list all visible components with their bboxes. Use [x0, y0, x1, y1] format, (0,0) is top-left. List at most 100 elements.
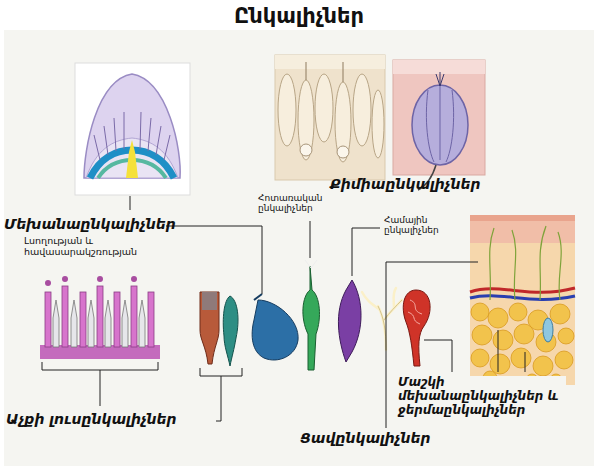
- skin-section-figure: [558, 232, 561, 300]
- leader-lines: [130, 196, 131, 210]
- olfactory-epithelium-figure: [306, 62, 307, 80]
- receptor-cells: [384, 300, 402, 320]
- leader-lines: [216, 376, 221, 421]
- group-label: Մեխանաընկալիչներ: [4, 216, 166, 232]
- skin-section-figure: [512, 230, 516, 300]
- skin-section-figure: [543, 318, 553, 342]
- group-label: Քիմիաընկալիչներ: [330, 176, 500, 192]
- retina-figure: [53, 300, 145, 347]
- skin-section-figure: [470, 215, 575, 243]
- skin-section-figure: [471, 303, 574, 386]
- leader-lines: [424, 340, 452, 372]
- leader-lines: [100, 370, 101, 406]
- skin-section-figure: [472, 325, 492, 345]
- olfactory-epithelium-figure: [300, 144, 349, 158]
- skin-section-figure: [493, 330, 513, 350]
- retina-figure: [53, 300, 59, 347]
- olfactory-epithelium-figure: [337, 146, 349, 158]
- olfactory-epithelium-figure: [306, 62, 343, 82]
- diagram-title: Ընկալիչներ: [149, 4, 449, 28]
- skin-section-figure: [471, 303, 489, 321]
- skin-section-figure: [555, 351, 573, 369]
- receptor-label: Լսողության և հավասարակշռության: [24, 236, 194, 258]
- retina-figure: [97, 276, 103, 282]
- receptor-label: Հոտառական ընկալիչներ: [258, 193, 362, 214]
- retina-figure: [71, 300, 77, 347]
- retina-figure: [45, 292, 51, 347]
- receptor-cells: [362, 292, 380, 310]
- receptor-cells: [254, 294, 262, 300]
- skin-section-figure: [514, 324, 534, 344]
- olfactory-epithelium-figure: [372, 90, 384, 158]
- skin-section-figure: [533, 356, 553, 376]
- taste-bud-figure: [440, 86, 441, 160]
- taste-bud-figure: [393, 60, 485, 175]
- taste-bud-figure: [440, 74, 444, 86]
- retina-figure: [105, 300, 111, 347]
- olfactory-epithelium-figure: [298, 80, 314, 160]
- ear-receptor-figure: [148, 118, 151, 151]
- receptor-label: Համային ընկալիչներ: [384, 215, 476, 236]
- ear-receptor-figure: [94, 112, 170, 160]
- receptor-cells: [252, 300, 298, 360]
- olfactory-epithelium-figure: [275, 55, 385, 180]
- receptor-cells: [338, 280, 361, 362]
- ear-receptor-figure: [156, 126, 161, 155]
- skin-section-figure: [511, 348, 531, 368]
- receptor-cells: [202, 292, 217, 310]
- retina-figure: [80, 292, 86, 347]
- ear-receptor-figure: [140, 112, 141, 149]
- receptor-cells: [410, 300, 422, 314]
- retina-figure: [97, 286, 103, 347]
- retina-figure: [62, 286, 68, 347]
- leader-lines: [166, 226, 262, 294]
- taste-bud-figure: [412, 85, 468, 165]
- ear-receptor-figure: [104, 126, 108, 155]
- leader-lines: [352, 228, 380, 276]
- group-label: Աչքի լուսընկալիչներ: [6, 411, 216, 427]
- retina-figure: [62, 276, 68, 282]
- skin-section-figure: [490, 226, 562, 300]
- retina-figure: [122, 300, 128, 347]
- receptor-cells: [394, 288, 397, 308]
- taste-bud-figure: [426, 90, 434, 162]
- olfactory-epithelium-figure: [278, 74, 384, 162]
- skin-section-figure: [550, 304, 570, 324]
- leader-lines: [200, 368, 242, 376]
- retina-figure: [40, 276, 160, 359]
- group-label: Մաշկի մեխանաընկալիչներ և ջերմաընկալիչներ: [398, 376, 566, 417]
- ear-receptor-figure: [75, 63, 190, 195]
- retina-figure: [131, 286, 137, 347]
- taste-bud-figure: [440, 72, 441, 86]
- receptor-cells: [305, 260, 317, 268]
- receptor-cells: [362, 288, 402, 350]
- olfactory-epithelium-figure: [315, 74, 333, 142]
- olfactory-epithelium-figure: [275, 55, 385, 69]
- ear-receptor-figure: [84, 74, 180, 178]
- retina-figure: [114, 292, 120, 347]
- receptor-cells: [200, 292, 219, 364]
- retina-figure: [45, 280, 51, 286]
- leader-lines: [310, 221, 311, 258]
- retina-figure: [131, 276, 137, 282]
- taste-bud-figure: [446, 90, 454, 162]
- skin-section-figure: [488, 308, 508, 328]
- receptor-cells: [403, 290, 430, 366]
- receptor-cells: [378, 306, 386, 350]
- receptor-cells: [303, 266, 320, 370]
- retina-figure: [45, 286, 154, 347]
- retina-figure: [88, 300, 94, 347]
- taste-bud-figure: [426, 86, 453, 162]
- retina-figure: [45, 276, 137, 286]
- skin-section-figure: [558, 328, 574, 344]
- leader-lines: [498, 330, 499, 372]
- olfactory-epithelium-figure: [335, 82, 351, 162]
- skin-section-figure: [540, 226, 546, 300]
- receptor-cells: [311, 260, 317, 268]
- ear-receptor-figure: [114, 118, 116, 151]
- taste-bud-figure: [393, 60, 485, 190]
- skin-section-figure: [509, 303, 527, 321]
- skin-section-figure: [471, 349, 489, 367]
- taste-bud-figure: [436, 72, 444, 86]
- retina-figure: [148, 292, 154, 347]
